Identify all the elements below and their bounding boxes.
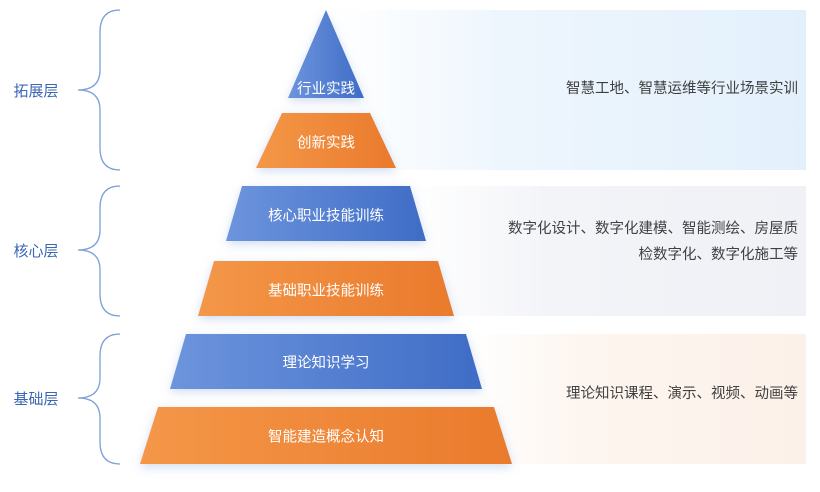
layer-description-foundation: 理论知识课程、演示、视频、动画等 [566,381,798,407]
tier-innovation-practice [256,113,396,168]
layer-label-core: 核心层 [13,242,59,260]
description-panel-core [410,186,806,316]
layer-description-core: 数字化设计、数字化建模、智能测绘、房屋质 检数字化、数字化施工等 [508,216,798,268]
tier-label: 智能建造概念认知 [268,429,384,446]
tier-basic-skill-training [198,261,454,316]
description-line: 理论知识课程、演示、视频、动画等 [566,386,798,402]
bracket-foundation [77,333,121,465]
tier-label: 行业实践 [297,81,355,98]
tier-label: 理论知识学习 [282,355,370,372]
layer-label-foundation: 基础层 [13,390,59,408]
tier-label: 基础职业技能训练 [268,283,384,300]
tier-label: 创新实践 [297,135,355,152]
tier-concept-cognition [140,407,512,464]
tier-core-skill-training [226,186,426,241]
description-panel-expansion [334,10,806,170]
bracket-core [77,185,121,317]
tier-industry-practice [288,10,364,98]
layer-description-expansion: 智慧工地、智慧运维等行业场景实训 [566,76,798,102]
description-panel-foundation [470,334,806,464]
description-line: 智慧工地、智慧运维等行业场景实训 [566,81,798,97]
description-line: 检数字化、数字化施工等 [638,247,799,263]
layer-label-expansion: 拓展层 [13,82,59,100]
bracket-expansion [77,9,121,171]
description-line: 数字化设计、数字化建模、智能测绘、房屋质 [508,221,798,237]
tier-theory-learning [170,334,482,389]
tier-label: 核心职业技能训练 [268,208,384,225]
